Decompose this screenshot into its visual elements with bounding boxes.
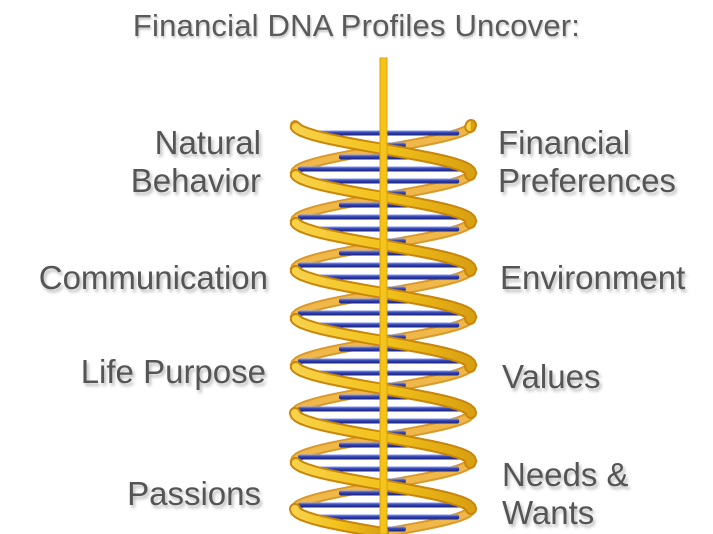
helix-strand	[291, 315, 476, 371]
center-axis-rod	[379, 57, 388, 534]
label-environment: Environment	[500, 259, 686, 296]
helix-strand	[291, 219, 476, 275]
label-passions: Passions	[127, 475, 261, 512]
label-financial-preferences: Financial Preferences	[498, 124, 676, 199]
label-life-purpose: Life Purpose	[80, 353, 266, 390]
helix-strand	[291, 505, 387, 534]
label-communication: Communication	[38, 259, 268, 296]
helix-front-strand	[289, 119, 478, 534]
helix-strand	[291, 123, 476, 179]
helix-strand	[291, 171, 476, 227]
label-values: Values	[502, 358, 601, 395]
helix-strand	[291, 409, 476, 467]
helix-strand	[291, 459, 475, 513]
diagram-title: Financial DNA Profiles Uncover:	[132, 8, 581, 43]
helix-strand	[291, 267, 476, 323]
label-natural-behavior: Natural Behavior	[130, 124, 261, 199]
helix-strand	[291, 363, 475, 417]
label-needs-wants: Needs & Wants	[502, 456, 629, 531]
helix-strand	[466, 121, 475, 131]
